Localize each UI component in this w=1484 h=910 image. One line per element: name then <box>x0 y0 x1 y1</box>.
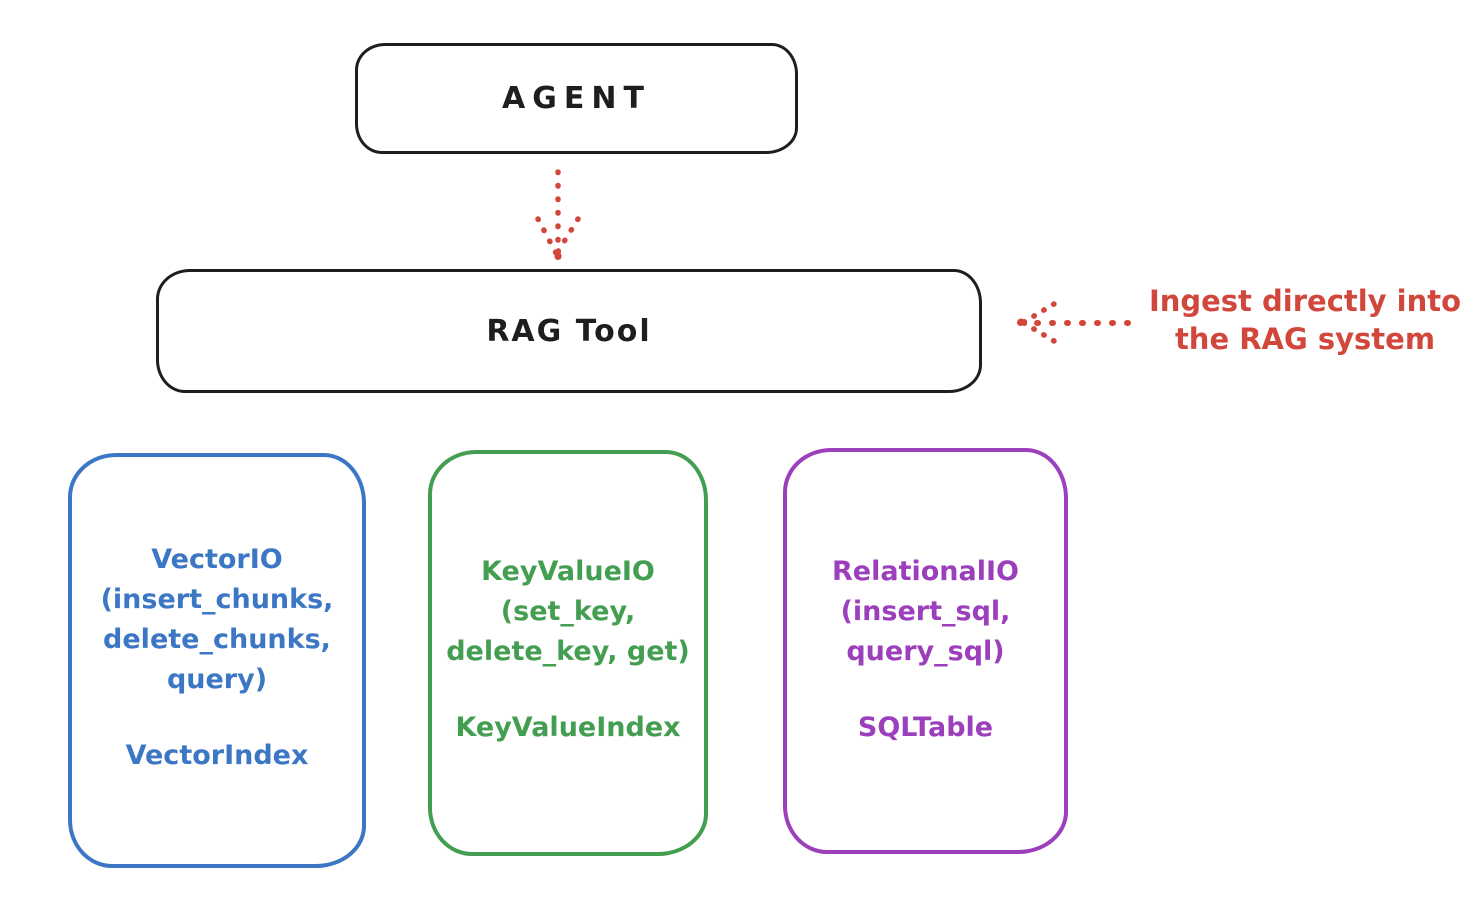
vector-io-box: VectorIO (insert_chunks, delete_chunks, … <box>68 453 366 868</box>
rag-tool-label: RAG Tool <box>486 313 652 349</box>
vector-io-line: VectorIO <box>151 544 283 575</box>
agent-to-rag-arrow-icon <box>535 169 581 260</box>
keyvalue-io-line: delete_key, get) <box>446 636 690 667</box>
vector-io-line: query) <box>166 664 268 695</box>
vector-io-line: delete_chunks, <box>103 624 331 655</box>
relational-io-box: RelationalIO (insert_sql, query_sql) SQL… <box>783 448 1068 854</box>
relational-io-line: RelationalIO <box>832 556 1019 587</box>
agent-label: AGENT <box>502 81 651 116</box>
ingest-annotation-line1: Ingest directly into <box>1148 284 1462 318</box>
agent-node: AGENT <box>355 43 798 154</box>
ingest-annotation: Ingest directly into the RAG system <box>1132 282 1478 358</box>
vector-index-label: VectorIndex <box>125 740 309 771</box>
sql-table-label: SQLTable <box>857 712 994 743</box>
ingest-annotation-line2: the RAG system <box>1174 322 1436 356</box>
relational-io-line: (insert_sql, <box>840 596 1011 627</box>
relational-io-line: query_sql) <box>846 636 1005 667</box>
keyvalue-index-label: KeyValueIndex <box>455 712 681 743</box>
rag-tool-node: RAG Tool <box>156 269 982 393</box>
vector-io-line: (insert_chunks, <box>100 584 334 615</box>
keyvalue-io-line: (set_key, <box>500 596 636 627</box>
ingest-arrow-icon <box>1017 301 1131 344</box>
keyvalue-io-line: KeyValueIO <box>481 556 655 587</box>
keyvalue-io-box: KeyValueIO (set_key, delete_key, get) Ke… <box>428 450 708 856</box>
